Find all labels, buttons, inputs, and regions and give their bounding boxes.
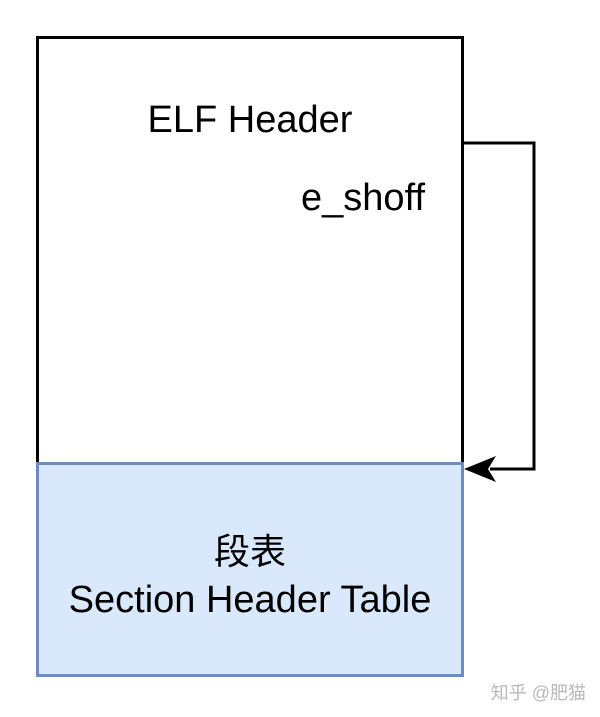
section-header-table-label-cn: 段表 (213, 532, 286, 573)
watermark: 知乎 @肥猫 (490, 683, 586, 703)
elf-header-title: ELF Header (147, 99, 353, 141)
section-header-table-block: 段表 Section Header Table (36, 462, 464, 677)
e-shoff-arrowhead-icon (464, 456, 496, 482)
e-shoff-pointer-line (464, 141, 536, 471)
section-header-table-label-en: Section Header Table (68, 579, 432, 621)
elf-header-block: ELF Header e_shoff (36, 36, 464, 251)
e-shoff-field-label: e_shoff (301, 177, 425, 219)
sections-block (36, 248, 464, 465)
